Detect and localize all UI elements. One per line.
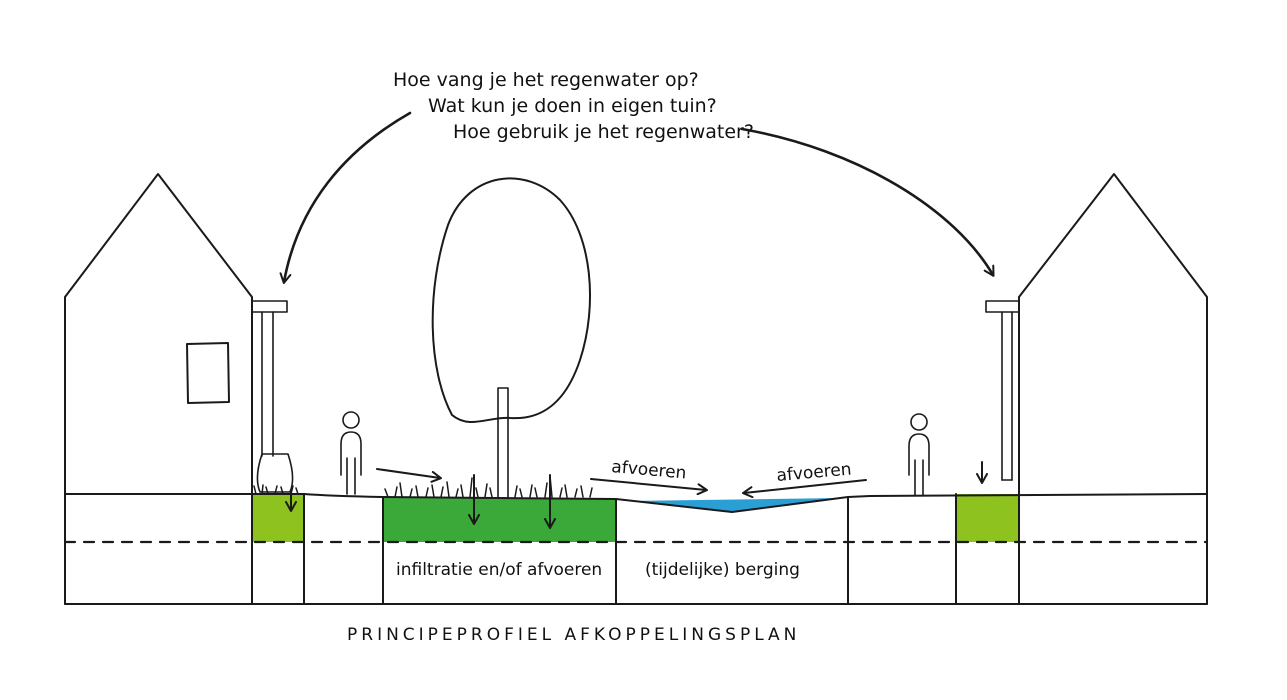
section-dividers	[64, 493, 1208, 605]
label-afvoeren-left: afvoeren	[611, 457, 688, 483]
question-2: Wat kun je doen in eigen tuin?	[428, 95, 717, 117]
ground-line	[64, 493, 1208, 513]
arrow-afvoeren-right	[742, 479, 867, 499]
diagram-caption: PRINCIPEPROFIEL AFKOPPELINGSPLAN	[347, 625, 800, 645]
person-right	[908, 413, 930, 496]
right-garden-infiltration	[956, 494, 1019, 542]
person-left	[340, 411, 362, 495]
left-downpipe	[251, 300, 294, 493]
tree-trunk	[497, 387, 509, 499]
arrow-to-right-gutter	[740, 127, 995, 277]
infiltration-strip	[383, 498, 616, 542]
left-garden-infiltration	[252, 494, 304, 542]
left-house	[64, 173, 253, 495]
label-storage: (tijdelijke) berging	[645, 560, 800, 580]
arrow-to-infiltration	[376, 468, 442, 483]
arrow-to-left-gutter	[279, 111, 412, 284]
question-3: Hoe gebruik je het regenwater?	[453, 121, 754, 143]
right-downpipe	[985, 300, 1020, 481]
label-infiltration: infiltratie en/of afvoeren	[396, 560, 602, 580]
right-house	[1018, 173, 1208, 495]
question-1: Hoe vang je het regenwater op?	[393, 69, 699, 91]
tree	[431, 177, 592, 499]
arrow-afvoeren-left	[590, 478, 708, 496]
left-house-window	[186, 342, 230, 404]
water-storage	[630, 498, 840, 512]
tree-crown	[431, 177, 592, 423]
